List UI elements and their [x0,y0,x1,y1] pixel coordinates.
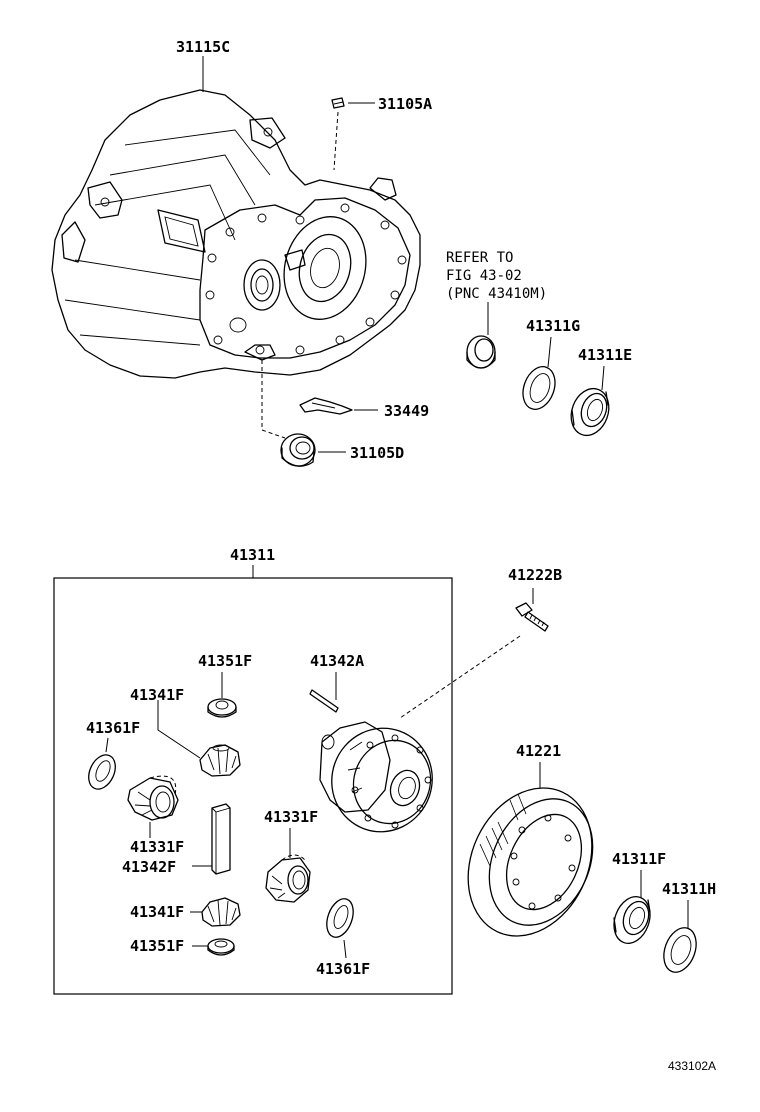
label-41311G: 41311G [526,317,580,335]
assembly-frame-41311 [53,577,453,995]
label-assembly-41311: 41311 [230,546,275,564]
bracket-33449[interactable] [299,397,353,415]
washer-41351F-top[interactable] [207,698,237,718]
thrust-washer-41361F-bottom[interactable] [322,895,358,941]
label-41342F: 41342F [122,858,176,876]
shim-41311G[interactable] [517,362,560,414]
shim-41311H[interactable] [658,923,702,976]
label-41311F: 41311F [612,850,666,868]
pinion-gear-41341F-top[interactable] [199,744,241,777]
bearing-41311E[interactable] [565,383,615,440]
label-41341F-top: 41341F [130,686,184,704]
label-41331F-left: 41331F [130,838,184,856]
label-41311E: 41311E [578,346,632,364]
transaxle-case-31115C[interactable] [51,89,421,379]
thrust-washer-41361F-left[interactable] [84,751,121,794]
pinion-shaft-41342F[interactable] [211,803,231,875]
oil-seal-ref-43410M[interactable] [466,335,496,369]
note-line-2: FIG 43-02 [446,268,522,284]
plug-31105A[interactable] [331,97,345,109]
label-33449: 33449 [384,402,429,420]
figure-id: 433102A [668,1059,716,1073]
label-31115C: 31115C [176,38,230,56]
label-41361F-left: 41361F [86,719,140,737]
label-41222B: 41222B [508,566,562,584]
label-31105D: 31105D [350,444,404,462]
label-41341F-bottom: 41341F [130,903,184,921]
ring-gear-41221[interactable] [445,768,615,957]
side-gear-41331F-right[interactable] [265,854,311,903]
differential-case[interactable] [317,714,447,846]
label-41342A: 41342A [310,652,364,670]
label-41331F-right: 41331F [264,808,318,826]
side-gear-41331F-left[interactable] [127,775,179,821]
washer-41351F-bottom[interactable] [207,938,235,956]
oil-seal-31105D[interactable] [280,433,316,467]
label-41221: 41221 [516,742,561,760]
label-41351F-top: 41351F [198,652,252,670]
bolt-41222B[interactable] [515,602,549,632]
pin-41342A[interactable] [309,689,339,713]
label-41311H: 41311H [662,880,716,898]
bearing-41311F[interactable] [608,892,656,949]
label-31105A: 31105A [378,95,432,113]
pinion-gear-41341F-bottom[interactable] [201,897,241,927]
note-line-3: (PNC 43410M) [446,286,547,302]
label-41351F-bottom: 41351F [130,937,184,955]
label-41361F-bottom: 41361F [316,960,370,978]
note-line-1: REFER TO [446,250,513,266]
